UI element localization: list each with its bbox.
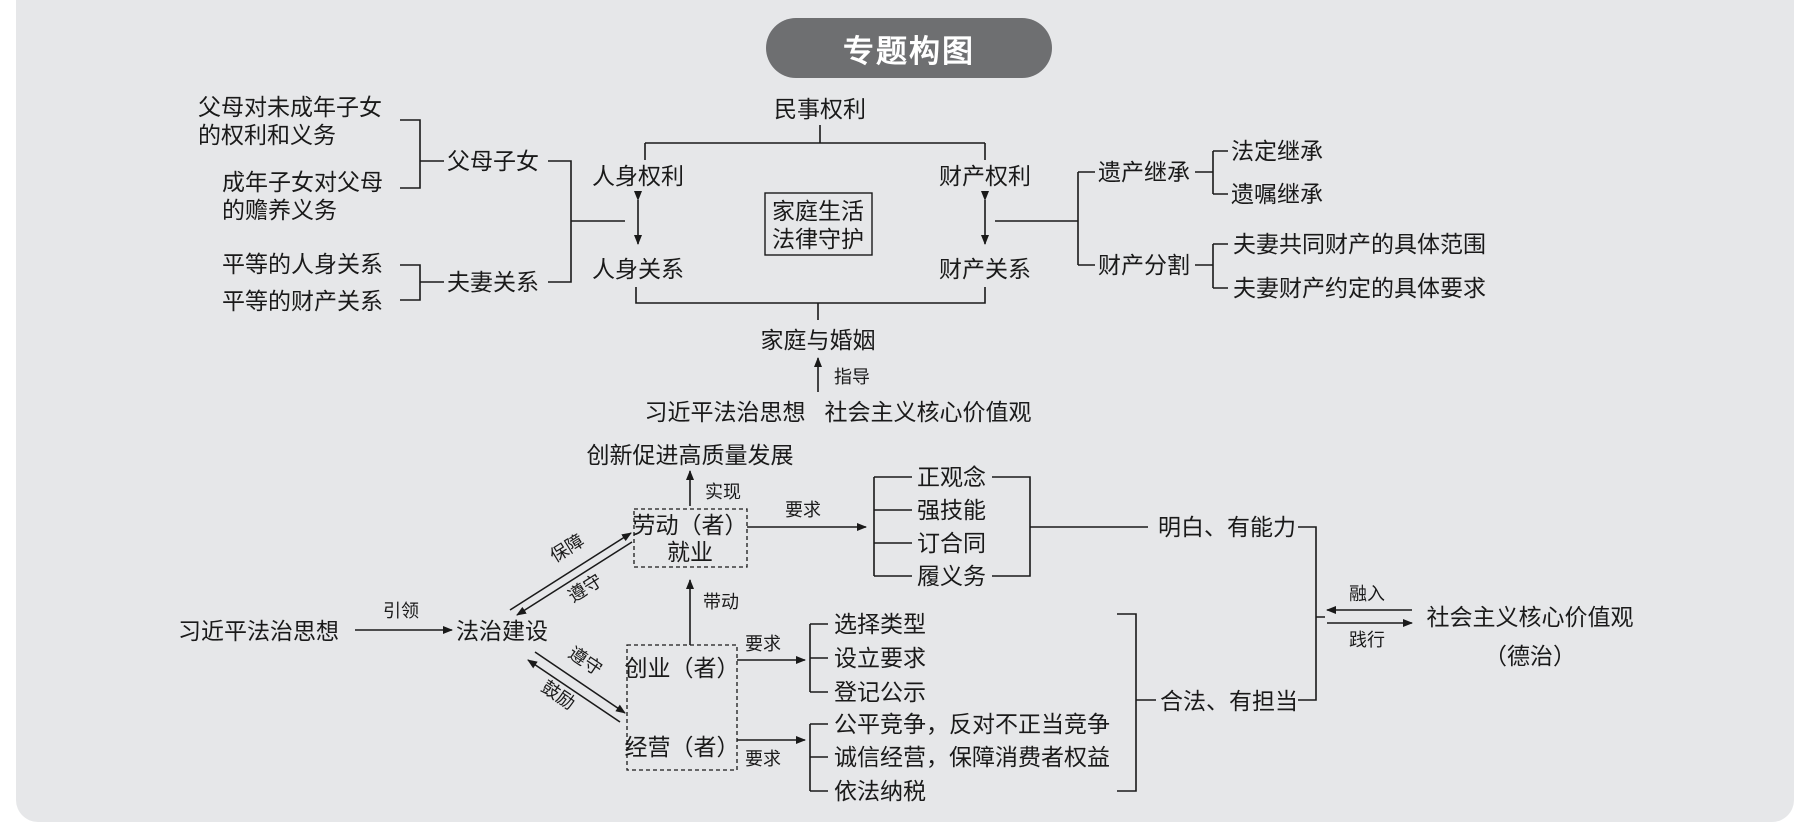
property-rights-label: 财产权利: [939, 164, 1031, 190]
civil-rights-bracket: [644, 125, 986, 160]
division-bracket: [1195, 243, 1228, 289]
integrate-label: 融入: [1349, 584, 1385, 605]
family-bracket: [635, 287, 986, 320]
right-join-bracket: [995, 171, 1095, 266]
operate-item-3: 依法纳税: [834, 779, 926, 805]
legal-label: 合法、有担当: [1160, 689, 1298, 715]
require-label-2: 要求: [745, 634, 781, 655]
obey-arrow-upper: [516, 541, 633, 616]
req-item-3: 订合同: [917, 531, 986, 557]
guide-label: 指导: [834, 367, 870, 388]
pc-item2-line2: 的赡养义务: [222, 198, 337, 224]
obey-label-lower: 遵守: [564, 643, 606, 681]
civil-rights-label: 民事权利: [774, 97, 866, 123]
realize-label: 实现: [705, 482, 741, 503]
center-box: [764, 192, 873, 256]
spouse-label: 夫妻关系: [447, 270, 539, 296]
property-relations-label: 财产关系: [939, 257, 1031, 283]
pc-item1-line1: 父母对未成年子女: [198, 95, 382, 121]
drive-label: 带动: [703, 592, 739, 613]
lead-label: 引领: [383, 601, 419, 622]
div-item1: 夫妻共同财产的具体范围: [1233, 232, 1486, 258]
sp-item1: 平等的人身关系: [222, 252, 383, 278]
personal-rights-label: 人身权利: [592, 164, 684, 190]
pc-item1-line2: 的权利和义务: [198, 123, 336, 149]
parent-child-bracket: [400, 119, 444, 189]
rule-of-law-label: 法治建设: [456, 619, 548, 645]
labor-box: [633, 508, 748, 568]
sp-item2: 平等的财产关系: [222, 289, 383, 315]
require-label-1: 要求: [785, 500, 821, 521]
innovation-label: 创新促进高质量发展: [587, 443, 794, 469]
practice-label: 践行: [1349, 630, 1385, 651]
summary-bracket: [1298, 526, 1325, 701]
guarantee-arrow: [509, 532, 632, 611]
left-join-bracket: [548, 160, 625, 283]
legal-bracket: [1117, 613, 1156, 792]
pc-item2-line1: 成年子女对父母: [222, 170, 383, 196]
startup-items-bracket: [809, 623, 828, 693]
division-label: 财产分割: [1098, 253, 1190, 279]
diagram-panel: [16, 0, 1794, 822]
req-right-bracket: [992, 476, 1148, 577]
req-left-bracket: [873, 476, 912, 577]
div-item2: 夫妻财产约定的具体要求: [1233, 276, 1486, 302]
labor-label-line1: 劳动（者）: [633, 513, 748, 539]
obey-label-upper: 遵守: [565, 570, 607, 607]
core-values-top: 社会主义核心价值观: [825, 400, 1032, 426]
spouse-bracket: [400, 264, 444, 301]
understand-label: 明白、有能力: [1158, 515, 1296, 541]
inheritance-bracket: [1195, 150, 1228, 195]
encourage-arrow: [527, 659, 621, 723]
center-label-line2: 法律守护: [772, 227, 864, 253]
require-label-3: 要求: [745, 749, 781, 770]
guarantee-label: 保障: [547, 530, 589, 567]
inheritance-label: 遗产继承: [1098, 160, 1190, 186]
operate-items-bracket: [809, 723, 828, 792]
xi-thought-top: 习近平法治思想: [645, 400, 806, 426]
operate-item-1: 公平竞争，反对不正当竞争: [834, 712, 1110, 738]
encourage-label: 鼓励: [537, 677, 579, 715]
req-item-4: 履义务: [917, 564, 986, 590]
inh-item2: 遗嘱继承: [1231, 182, 1323, 208]
req-item-1: 正观念: [917, 465, 986, 491]
startup-item-2: 设立要求: [834, 646, 926, 672]
inh-item1: 法定继承: [1231, 139, 1323, 165]
operate-item-2: 诚信经营，保障消费者权益: [834, 745, 1110, 771]
startup-operate-box: [626, 644, 738, 771]
page-title: 专题构图: [766, 18, 1052, 78]
labor-label-line2: 就业: [667, 540, 713, 566]
startup-item-1: 选择类型: [834, 612, 926, 638]
parent-child-label: 父母子女: [447, 149, 539, 175]
req-item-2: 强技能: [917, 498, 986, 524]
center-label-line1: 家庭生活: [772, 199, 864, 225]
xi-thought-bottom: 习近平法治思想: [178, 619, 339, 645]
obey-arrow-lower: [534, 651, 626, 714]
family-marriage-label: 家庭与婚姻: [761, 328, 876, 354]
startup-item-3: 登记公示: [834, 680, 926, 706]
personal-relations-label: 人身关系: [592, 257, 684, 283]
core-values-bottom: 社会主义核心价值观: [1427, 605, 1634, 631]
startup-label: 创业（者）: [625, 656, 740, 682]
operate-label: 经营（者）: [625, 735, 740, 761]
moral-label: （德治）: [1484, 644, 1576, 670]
